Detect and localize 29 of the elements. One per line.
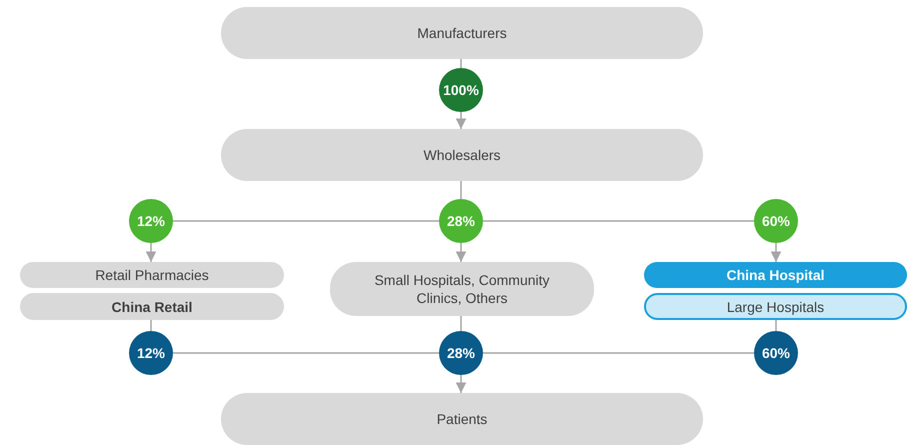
percentage-circle: 60% [754,331,798,375]
arrow [456,375,466,393]
connector-line [775,320,777,331]
percentage-circle: 60% [754,199,798,243]
percentage-circle: 12% [129,331,173,375]
arrow [456,112,466,129]
process-box: Small Hospitals, Community Clinics, Others [330,262,594,316]
process-box: Patients [221,393,703,445]
percentage-circle: 12% [129,199,173,243]
connector-line [173,220,439,222]
percentage-circle: 28% [439,199,483,243]
process-box: China Hospital [644,262,907,288]
connector-line [173,352,439,354]
connector-line [460,316,462,331]
process-box: Retail Pharmacies [20,262,284,288]
process-box: Manufacturers [221,7,703,59]
percentage-circle: 28% [439,331,483,375]
connector-line [460,59,462,68]
arrow [456,243,466,262]
connector-line [483,352,754,354]
connector-line [150,320,152,331]
connector-line [460,181,462,199]
process-box: Large Hospitals [644,293,907,320]
arrow [770,243,782,262]
process-box: Wholesalers [221,129,703,181]
percentage-circle: 100% [439,68,483,112]
connector-line [483,220,754,222]
process-box: China Retail [20,293,284,320]
arrow [146,243,156,262]
